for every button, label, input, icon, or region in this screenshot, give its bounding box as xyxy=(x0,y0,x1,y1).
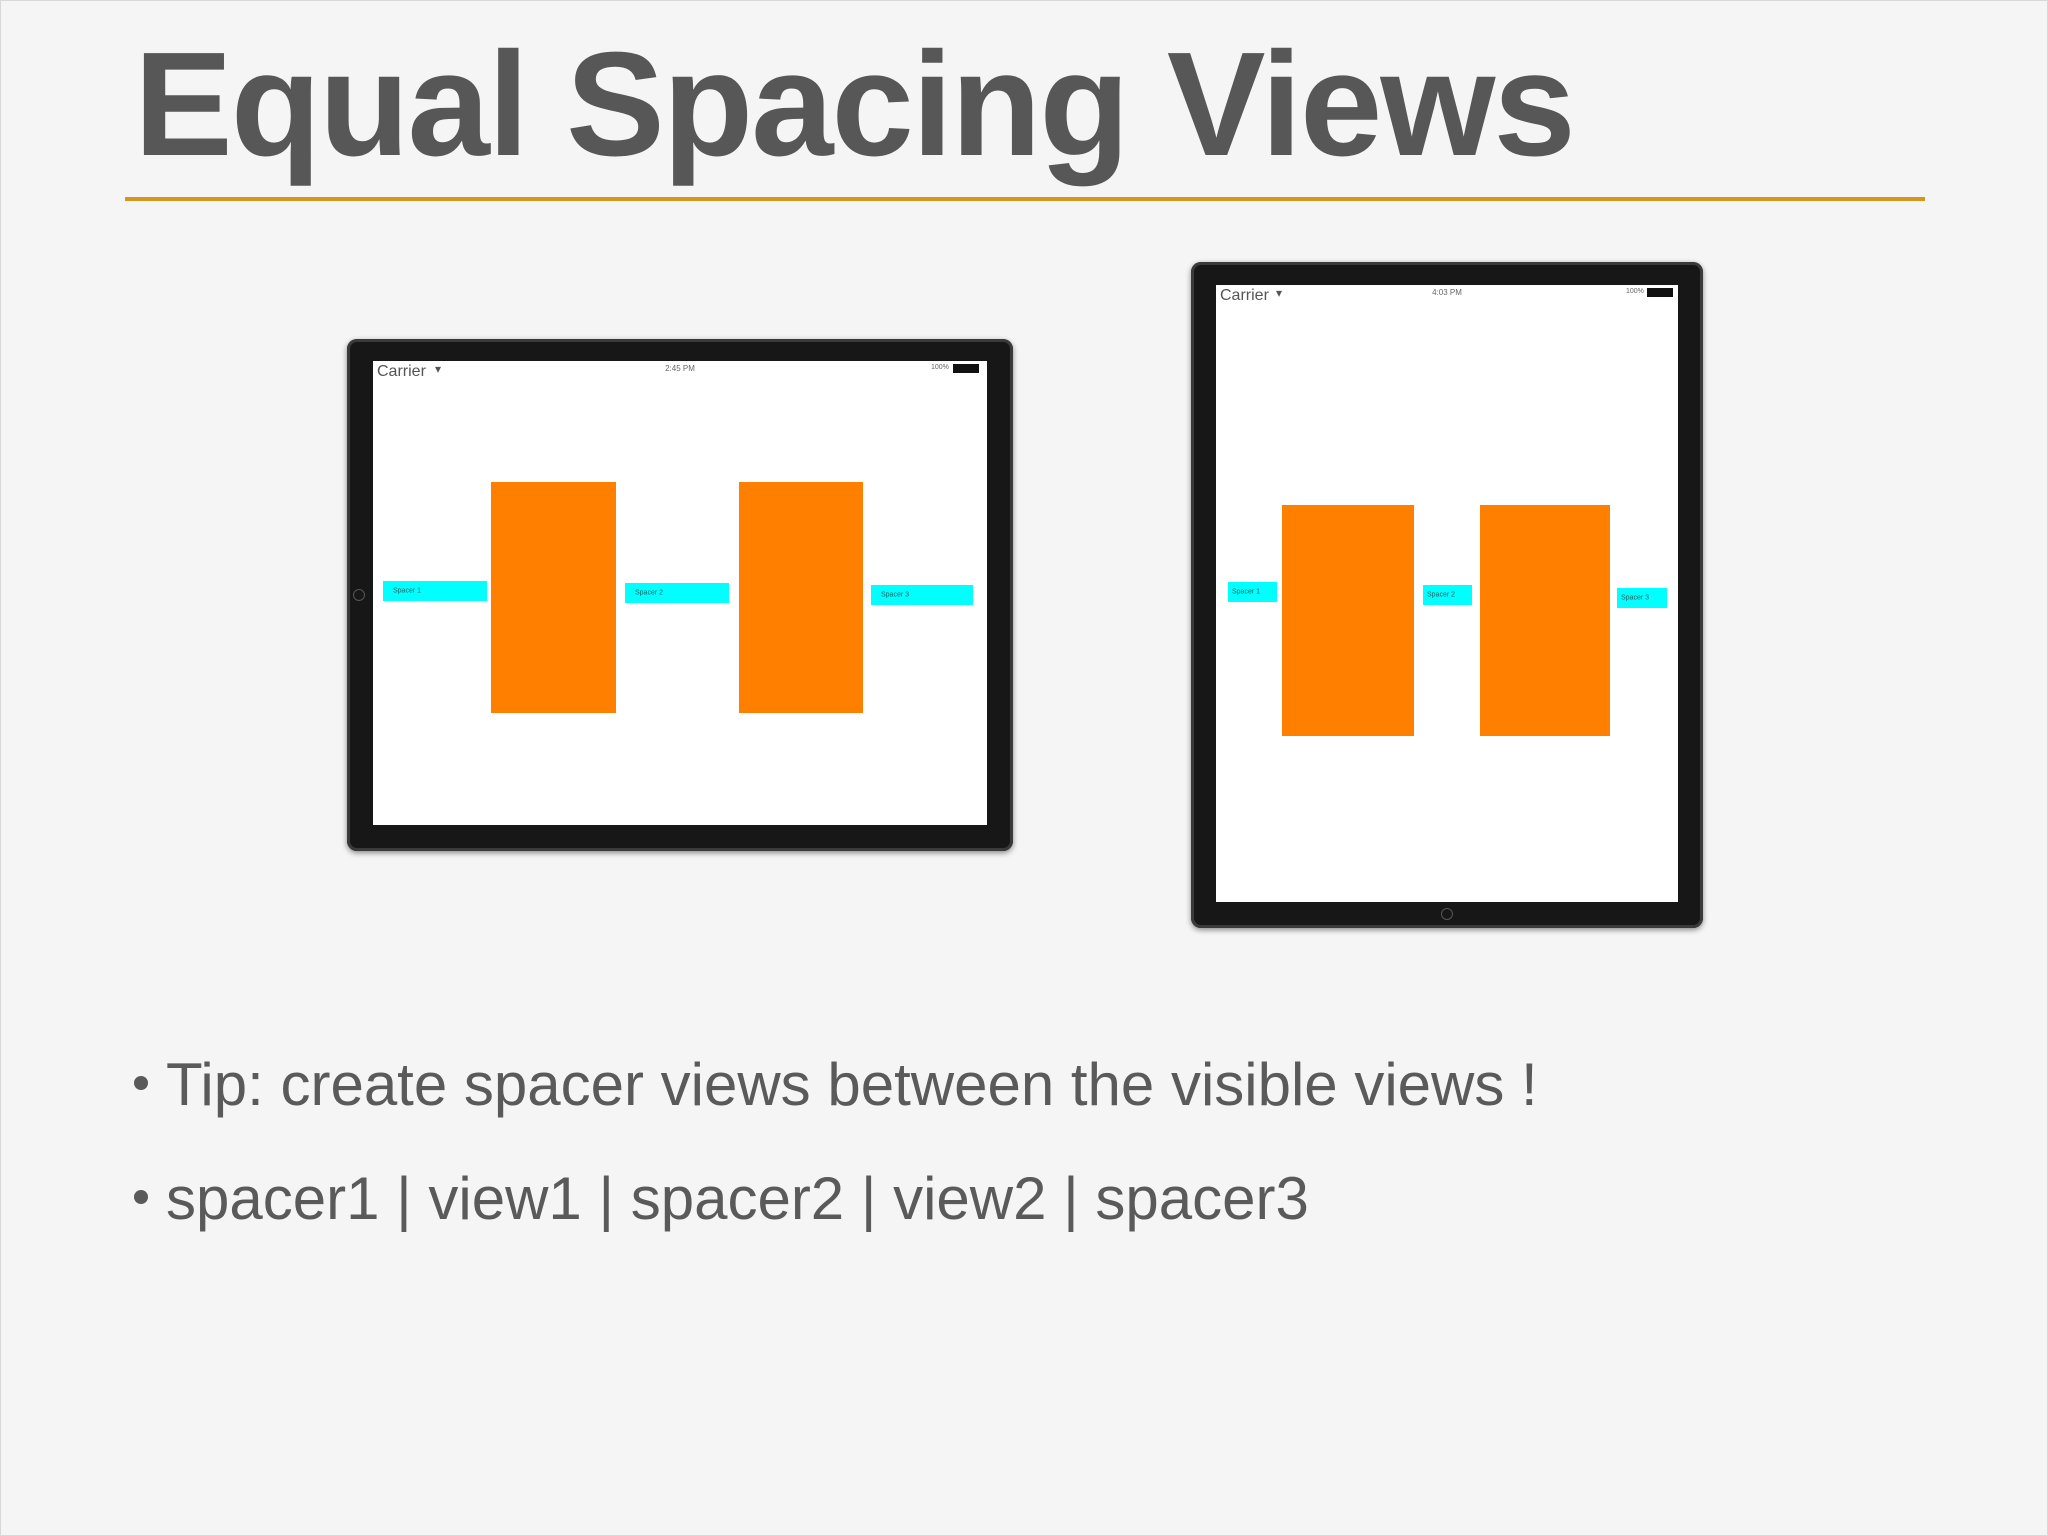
landscape-ipad: Carrier ▾ 2:45 PM 100% Spacer 1 Spacer 2… xyxy=(347,339,1013,851)
status-bar: Carrier ▾ 4:03 PM 100% xyxy=(1216,285,1678,305)
spacer3-view: Spacer 3 xyxy=(1617,588,1667,608)
spacer3-label: Spacer 3 xyxy=(881,591,910,599)
home-button-icon xyxy=(1441,908,1453,920)
battery-percent: 100% xyxy=(931,364,949,371)
bullet-sequence: spacer1 | view1 | spacer2 | view2 | spac… xyxy=(134,1163,1309,1235)
view2 xyxy=(1480,505,1610,736)
bullet-dot-icon xyxy=(134,1076,148,1091)
bullet-text: Tip: create spacer views between the vis… xyxy=(166,1051,1538,1118)
view1 xyxy=(491,482,616,713)
battery-icon xyxy=(1647,288,1673,297)
spacer3-label: Spacer 3 xyxy=(1621,594,1650,602)
spacer1-label: Spacer 1 xyxy=(1232,588,1261,596)
landscape-screen: Carrier ▾ 2:45 PM 100% Spacer 1 Spacer 2… xyxy=(373,361,987,825)
battery-icon xyxy=(953,364,979,373)
carrier-label: Carrier xyxy=(1220,287,1269,304)
title-underline xyxy=(125,197,1925,201)
carrier-label: Carrier xyxy=(377,363,426,380)
battery-percent: 100% xyxy=(1626,288,1644,295)
spacer1-view: Spacer 1 xyxy=(383,581,487,601)
slide-title: Equal Spacing Views xyxy=(134,22,1576,187)
portrait-ipad: Carrier ▾ 4:03 PM 100% Spacer 1 Spacer 2… xyxy=(1191,262,1703,928)
spacer2-label: Spacer 2 xyxy=(635,589,664,597)
status-time: 2:45 PM xyxy=(665,364,695,373)
spacer1-view: Spacer 1 xyxy=(1228,582,1277,602)
portrait-screen: Carrier ▾ 4:03 PM 100% Spacer 1 Spacer 2… xyxy=(1216,285,1678,902)
wifi-icon: ▾ xyxy=(1276,286,1283,300)
view2 xyxy=(739,482,863,713)
spacer2-view: Spacer 2 xyxy=(1423,585,1472,605)
bullet-dot-icon xyxy=(134,1190,148,1205)
bullet-tip: Tip: create spacer views between the vis… xyxy=(134,1049,1538,1121)
wifi-icon: ▾ xyxy=(435,362,442,376)
spacer3-view: Spacer 3 xyxy=(871,585,973,605)
spacer2-view: Spacer 2 xyxy=(625,583,729,603)
spacer2-label: Spacer 2 xyxy=(1427,591,1456,599)
spacer1-label: Spacer 1 xyxy=(393,587,422,595)
home-button-icon xyxy=(353,589,365,601)
bullet-text: spacer1 | view1 | spacer2 | view2 | spac… xyxy=(166,1165,1309,1232)
status-bar: Carrier ▾ 2:45 PM 100% xyxy=(373,361,987,381)
view1 xyxy=(1282,505,1414,736)
status-time: 4:03 PM xyxy=(1432,288,1462,297)
